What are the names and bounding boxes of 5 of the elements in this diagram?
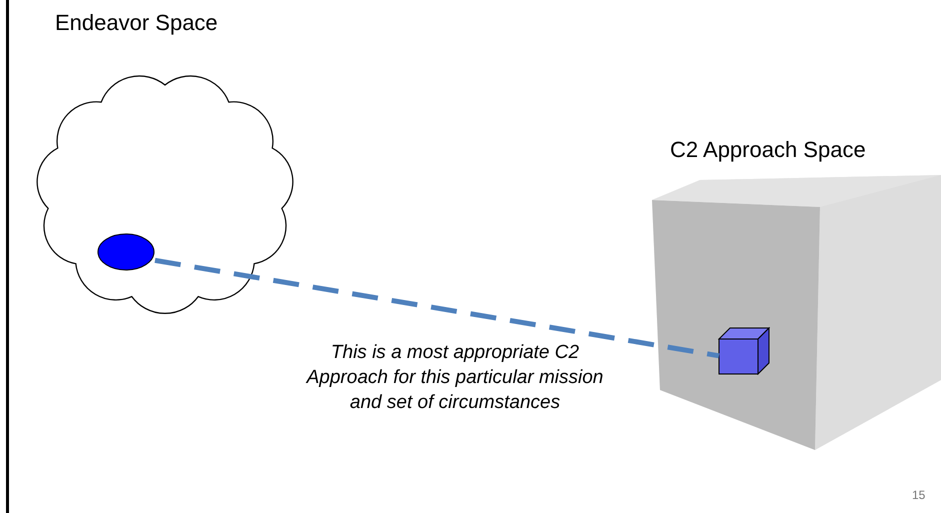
node-title: Endeavor Space (55, 10, 218, 36)
node-title: C2 Approach Space (670, 137, 866, 163)
dashed-connector (154, 258, 720, 358)
page-number: 15 (912, 488, 926, 502)
annotation-text: This is a most appropriate C2 Approach for this particular mission and set of circumstances (304, 341, 604, 415)
